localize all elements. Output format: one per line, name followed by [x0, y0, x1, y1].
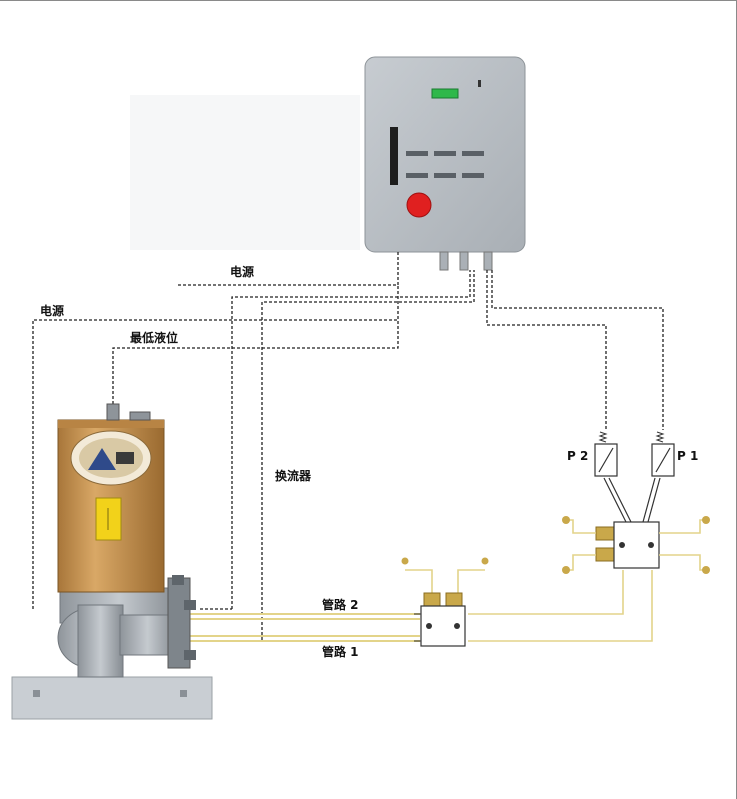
background-haze	[130, 95, 360, 250]
stop-button-icon	[406, 192, 432, 218]
level-display-icon	[390, 127, 398, 185]
button-grid-icon	[406, 151, 484, 178]
control-cabinet-icon	[364, 56, 526, 271]
label-reverser: 换流器	[275, 468, 312, 483]
label-power-1: 电源	[230, 264, 254, 279]
pressure-switch-icon	[651, 431, 675, 477]
label-min-level: 最低液位	[130, 330, 178, 345]
lube-point-icon	[562, 516, 710, 574]
lubrication-pump-icon	[11, 403, 213, 720]
label-line-1: 管路 1	[322, 644, 359, 659]
label-power-2: 电源	[40, 303, 64, 318]
pressure-switch-icon	[594, 431, 618, 477]
label-line-2: 管路 2	[322, 597, 359, 612]
pipes	[175, 570, 653, 642]
label-p1: P 1	[677, 449, 698, 463]
indicator-light-icon	[431, 88, 459, 99]
distributor-valve-icon	[401, 557, 489, 647]
distributor-valve-icon	[562, 477, 710, 574]
wiring	[32, 252, 664, 640]
label-p2: P 2	[567, 449, 588, 463]
